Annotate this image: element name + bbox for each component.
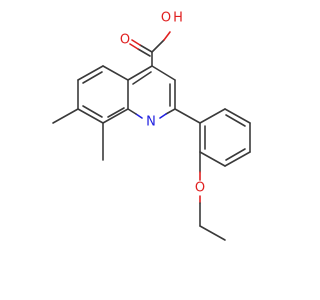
atom-ring-n: N bbox=[146, 115, 156, 130]
benzo-ring bbox=[77, 65, 129, 124]
bond-c-o-double-b-red bbox=[129, 43, 139, 50]
bond-ph4-ph5 bbox=[224, 151, 251, 167]
bond-n-c8a bbox=[127, 108, 137, 115]
bond-c5-c6 bbox=[77, 65, 104, 81]
ethoxy-group bbox=[199, 151, 226, 241]
carboxylic-acid-group bbox=[129, 31, 171, 67]
pyridine-ring bbox=[127, 65, 176, 119]
bond-c8-c8a-inner bbox=[107, 107, 125, 118]
structure-svg: O H O N O bbox=[52, 11, 251, 241]
bond-n-c8a-blue bbox=[135, 113, 143, 119]
bond-ch2-ch3 bbox=[199, 225, 226, 241]
bond-ph2-ph3-inner bbox=[225, 114, 246, 127]
atom-carbonyl-o: O bbox=[120, 33, 130, 48]
bond-c2-phenyl bbox=[174, 108, 201, 124]
bond-c5-c6-inner bbox=[82, 71, 103, 84]
bond-c4a-c5 bbox=[102, 65, 129, 81]
bond-ph4-ph5-inner bbox=[225, 148, 246, 161]
atom-hydroxyl-h: H bbox=[173, 11, 183, 26]
bond-ph2-ph3 bbox=[224, 108, 251, 124]
bond-c-oh-red bbox=[163, 31, 171, 41]
bond-c7-methyl bbox=[52, 108, 79, 124]
bond-c8-c8a bbox=[102, 108, 129, 124]
bond-ph1-ph2 bbox=[199, 108, 226, 124]
atom-ether-o: O bbox=[195, 181, 205, 196]
bond-c7-c8 bbox=[77, 108, 104, 124]
bond-c-oh bbox=[151, 39, 165, 53]
bond-c4a-c4 bbox=[127, 65, 153, 81]
bond-c-o-double-a bbox=[139, 44, 153, 53]
methyl-groups bbox=[52, 108, 104, 161]
bond-c2-n-blue bbox=[159, 113, 167, 119]
bond-c4-c3 bbox=[151, 65, 176, 81]
bond-c-o-double-a-red bbox=[131, 39, 141, 46]
bond-c7-c8-inner bbox=[82, 105, 103, 118]
bond-c2-n bbox=[165, 108, 176, 115]
bond-c4a-c4-inner bbox=[132, 71, 152, 85]
molecule-diagram: O H O N O bbox=[52, 11, 251, 241]
bond-ph5-ph6 bbox=[199, 151, 226, 167]
bond-c-o-double-b bbox=[137, 48, 151, 57]
atom-hydroxyl-o: O bbox=[161, 11, 171, 26]
ethoxyphenyl-ring bbox=[174, 108, 251, 167]
